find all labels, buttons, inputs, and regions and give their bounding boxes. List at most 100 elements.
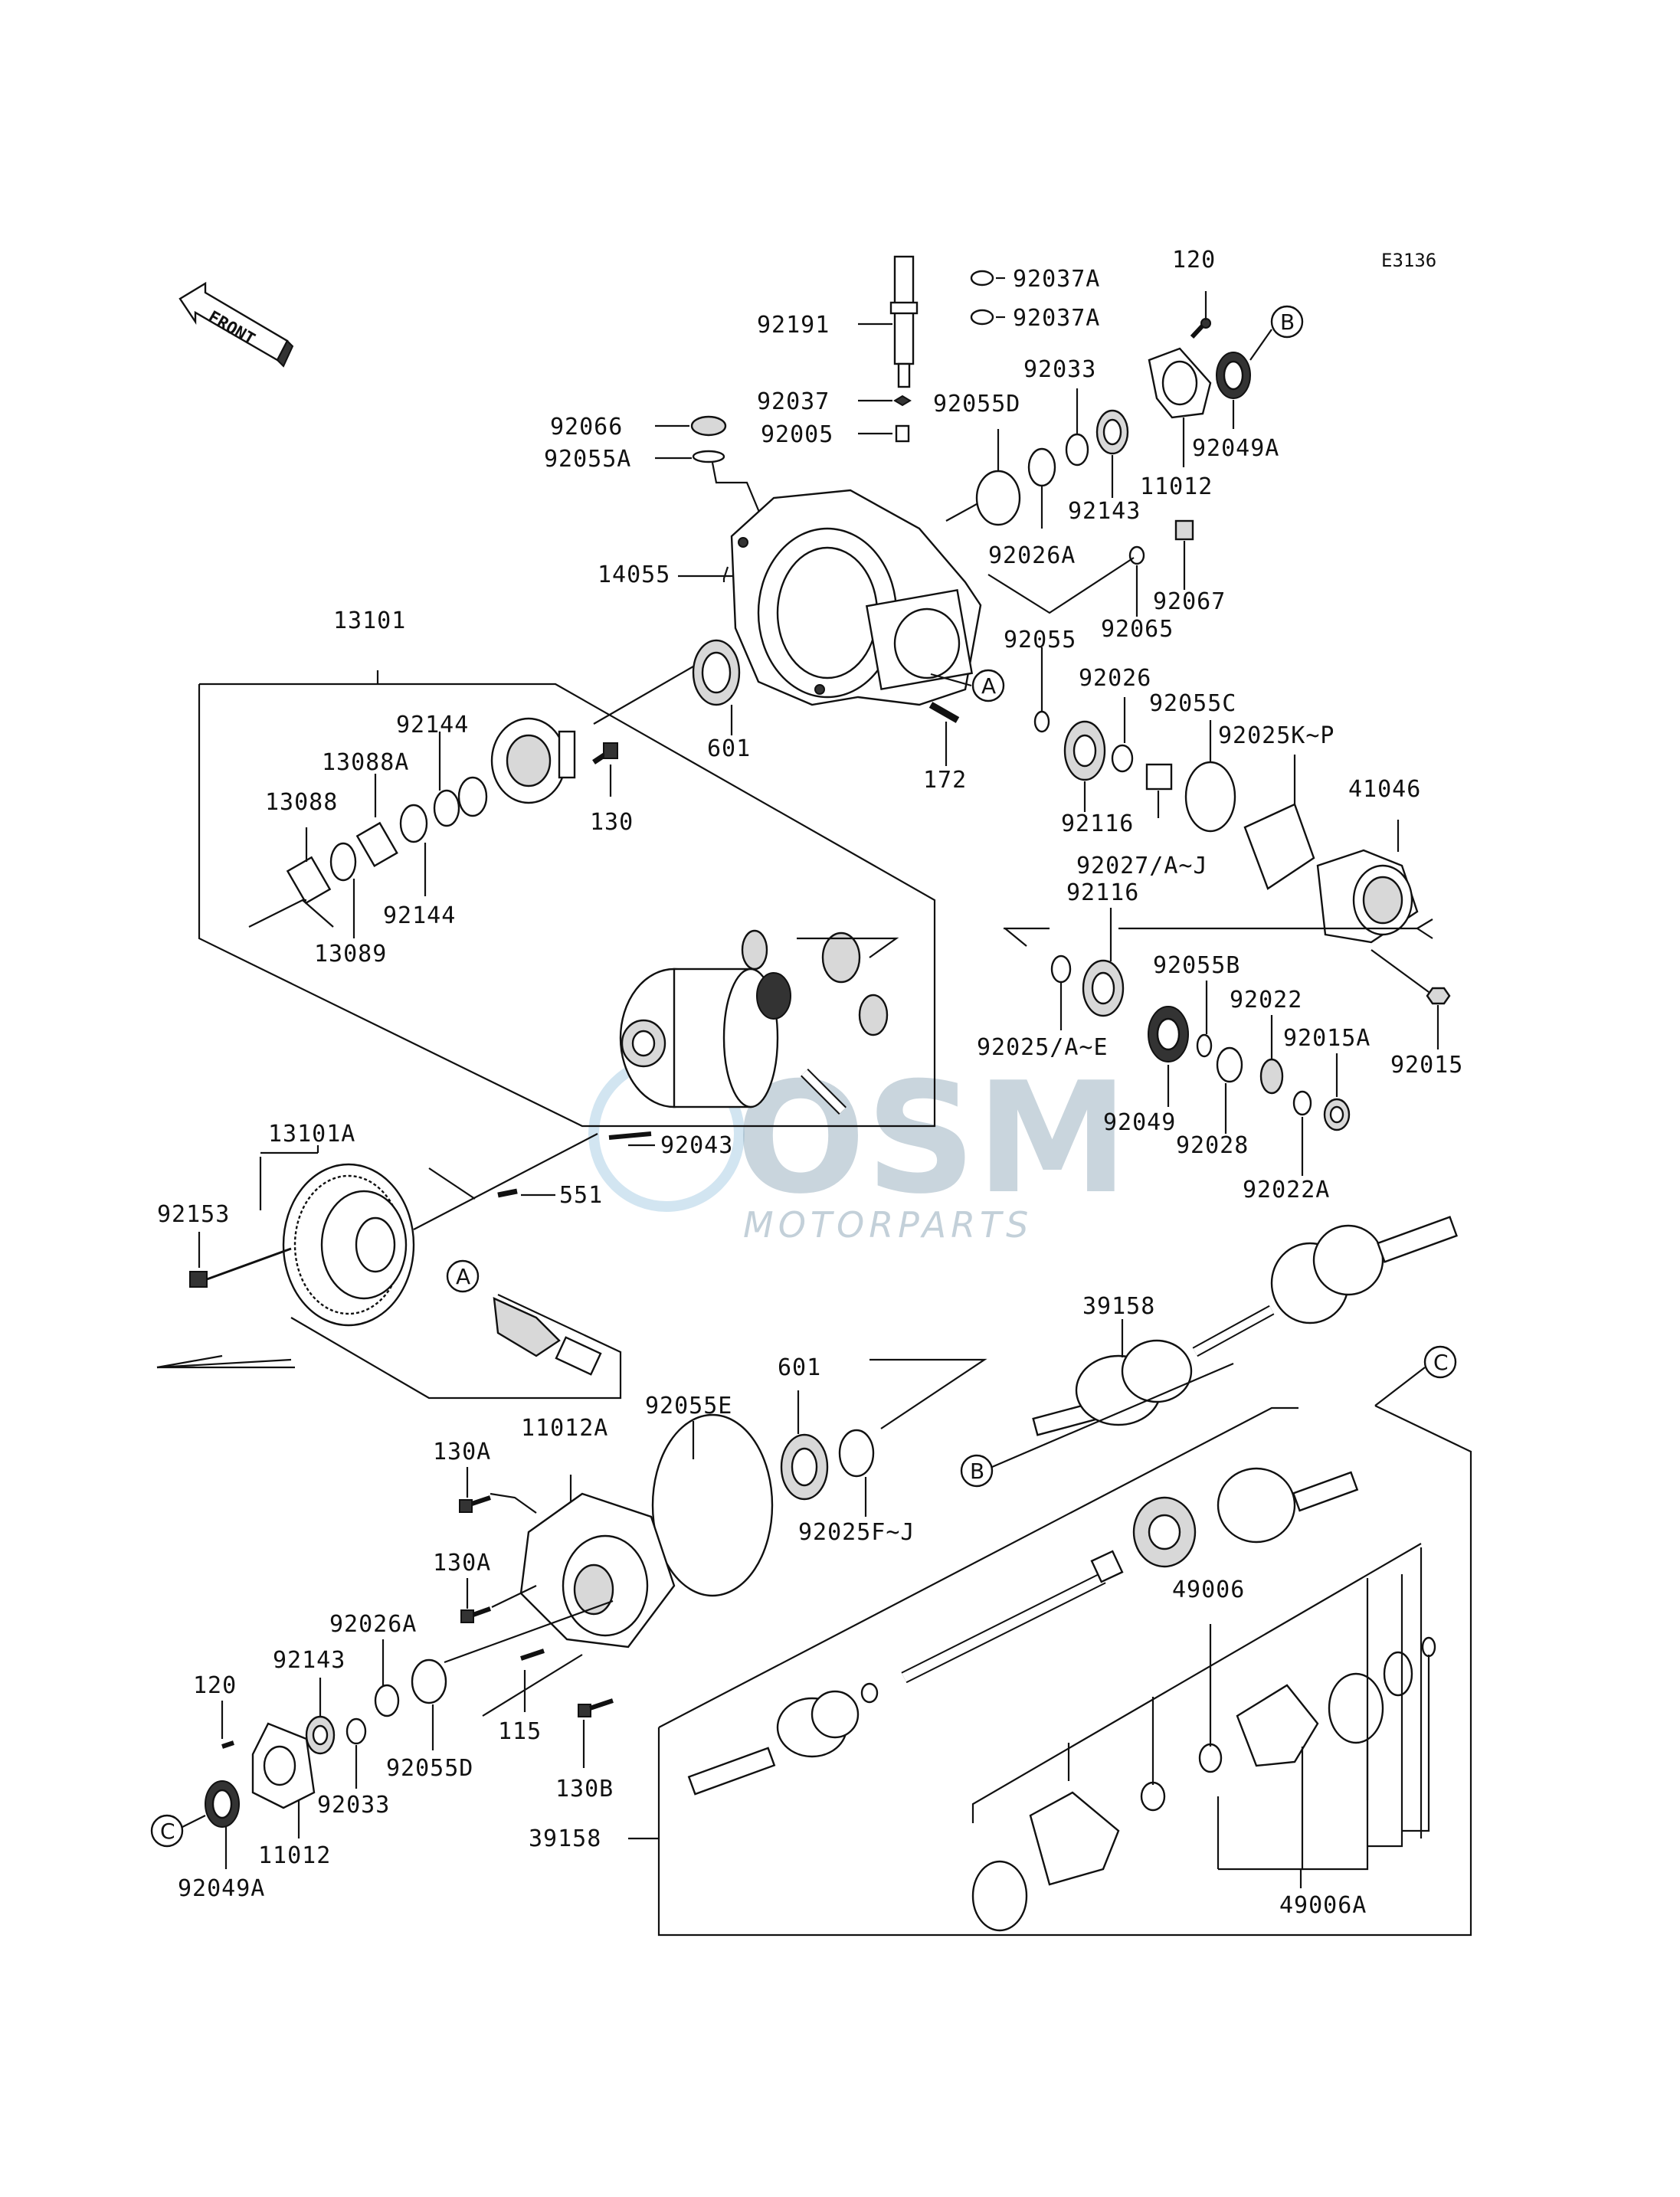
- label-92043: 92043: [660, 1132, 733, 1159]
- stud-bolt-172: [928, 702, 960, 723]
- bolt-130A-1: [459, 1495, 491, 1513]
- bolt-130A-2: [460, 1606, 492, 1623]
- lock-plate-13088: [286, 856, 332, 905]
- label-172: 172: [923, 767, 967, 794]
- label-13088A: 13088A: [322, 749, 409, 776]
- bearing-601-top: [692, 639, 741, 706]
- label-49006: 49006: [1172, 1577, 1245, 1603]
- washer-92022A: [1292, 1090, 1312, 1116]
- label-92033-bot: 92033: [317, 1792, 390, 1819]
- bolt-120-top: [1190, 318, 1211, 339]
- marker-a-pinion: [446, 1259, 480, 1293]
- front-arrow-icon: FRONT: [178, 281, 294, 368]
- label-92066: 92066: [550, 414, 623, 440]
- label-92022: 92022: [1230, 987, 1302, 1013]
- oil-seal-92049: [1148, 1006, 1189, 1062]
- label-92037A-1: 92037A: [1013, 266, 1100, 293]
- shim-92025FJ: [838, 1429, 875, 1478]
- label-92143-top: 92143: [1068, 498, 1141, 525]
- differential-flange: [490, 717, 576, 804]
- label-130A-1: 130A: [433, 1439, 491, 1465]
- label-92015A: 92015A: [1283, 1025, 1371, 1052]
- marker-b-shaft-label: B: [970, 1459, 984, 1484]
- label-92033-top: 92033: [1023, 356, 1096, 383]
- o-ring-92055C: [1184, 761, 1236, 833]
- lock-plate-13088A: [355, 821, 398, 868]
- label-92055C: 92055C: [1149, 690, 1236, 717]
- label-551: 551: [559, 1182, 603, 1209]
- drive-shaft-39158-upper: [1032, 1216, 1458, 1436]
- pinion-shaft-92043: [608, 1069, 847, 1140]
- cv-joint-outer: [1132, 1467, 1359, 1568]
- flange-11012-bot: [251, 1722, 316, 1809]
- label-130: 130: [590, 809, 634, 836]
- breather-tube: [889, 255, 919, 388]
- label-92055D-top: 92055D: [933, 391, 1020, 417]
- boot-kit: [971, 1636, 1436, 1932]
- label-92049: 92049: [1103, 1109, 1176, 1136]
- watermark-text: MOTORPARTS: [743, 1204, 1033, 1246]
- label-130B: 130B: [555, 1776, 614, 1802]
- label-92025AE: 92025/A~E: [977, 1034, 1109, 1061]
- gear-case-housing: [730, 489, 982, 706]
- marker-a-pinion-label: A: [456, 1264, 470, 1289]
- o-ring-92055D-bot: [411, 1658, 447, 1704]
- bolt-130B: [578, 1698, 614, 1717]
- o-ring-92055B: [1196, 1033, 1213, 1058]
- label-92144-b: 92144: [383, 902, 456, 929]
- label-115: 115: [498, 1718, 542, 1745]
- label-92055D-bot: 92055D: [386, 1755, 473, 1782]
- filler-plug: [690, 415, 727, 463]
- shim-92144-a: [457, 776, 488, 817]
- label-92049A-top: 92049A: [1192, 435, 1279, 462]
- washer-92022: [1259, 1058, 1284, 1095]
- nut-92015A: [1323, 1098, 1351, 1131]
- label-92025KP: 92025K~P: [1218, 722, 1335, 749]
- ring-gear-13101A: [282, 1163, 415, 1327]
- label-92005: 92005: [761, 421, 833, 448]
- marker-c-left: [150, 1814, 184, 1848]
- circlip-92033: [1065, 433, 1089, 467]
- marker-b-top: [1270, 305, 1304, 339]
- label-11012-top: 11012: [1140, 473, 1213, 500]
- label-41046: 41046: [1348, 776, 1421, 803]
- label-92055: 92055: [1004, 627, 1076, 653]
- shim-92026: [1111, 744, 1134, 773]
- collar-92027: [1145, 763, 1173, 791]
- gasket-92025K: [1243, 803, 1315, 890]
- label-92116-b: 92116: [1066, 879, 1139, 906]
- label-13088: 13088: [265, 789, 338, 816]
- shim-92026A: [1027, 447, 1056, 487]
- marker-c-right-label: C: [1433, 1350, 1449, 1375]
- label-49006A: 49006A: [1279, 1892, 1367, 1919]
- label-92144-a: 92144: [396, 712, 469, 738]
- label-92065: 92065: [1101, 616, 1174, 643]
- pinion-housing-41046: [1316, 849, 1419, 944]
- label-92028: 92028: [1176, 1132, 1249, 1159]
- diagram-code: E3136: [1381, 250, 1436, 271]
- label-92022A: 92022A: [1243, 1177, 1330, 1203]
- label-92143-bot: 92143: [273, 1647, 345, 1674]
- bearing-92116-a: [1063, 720, 1106, 781]
- label-92027AJ: 92027/A~J: [1076, 853, 1208, 879]
- pinion-gears: [741, 929, 889, 1036]
- label-92037A-2: 92037A: [1013, 305, 1100, 332]
- o-ring-92055E: [651, 1413, 774, 1597]
- flange-11012-top: [1148, 347, 1212, 419]
- label-92153: 92153: [157, 1201, 230, 1228]
- bearing-601-mid: [780, 1433, 829, 1501]
- label-92037: 92037: [757, 388, 830, 415]
- label-39158-top: 39158: [1082, 1293, 1155, 1320]
- label-92025FJ: 92025F~J: [798, 1519, 915, 1546]
- label-92026: 92026: [1079, 665, 1151, 692]
- label-13101A: 13101A: [268, 1121, 355, 1148]
- drive-shaft-39158-lower: [687, 1550, 1124, 1796]
- label-13089: 13089: [314, 941, 387, 968]
- clamp-parts: [893, 270, 994, 443]
- label-130A-2: 130A: [433, 1550, 491, 1577]
- bolt-120-bot: [221, 1740, 234, 1749]
- marker-c-left-label: C: [160, 1819, 175, 1844]
- shim-92025AE: [1050, 954, 1072, 984]
- label-120-bot: 120: [193, 1672, 237, 1699]
- drain-plug-92067: [1128, 519, 1194, 565]
